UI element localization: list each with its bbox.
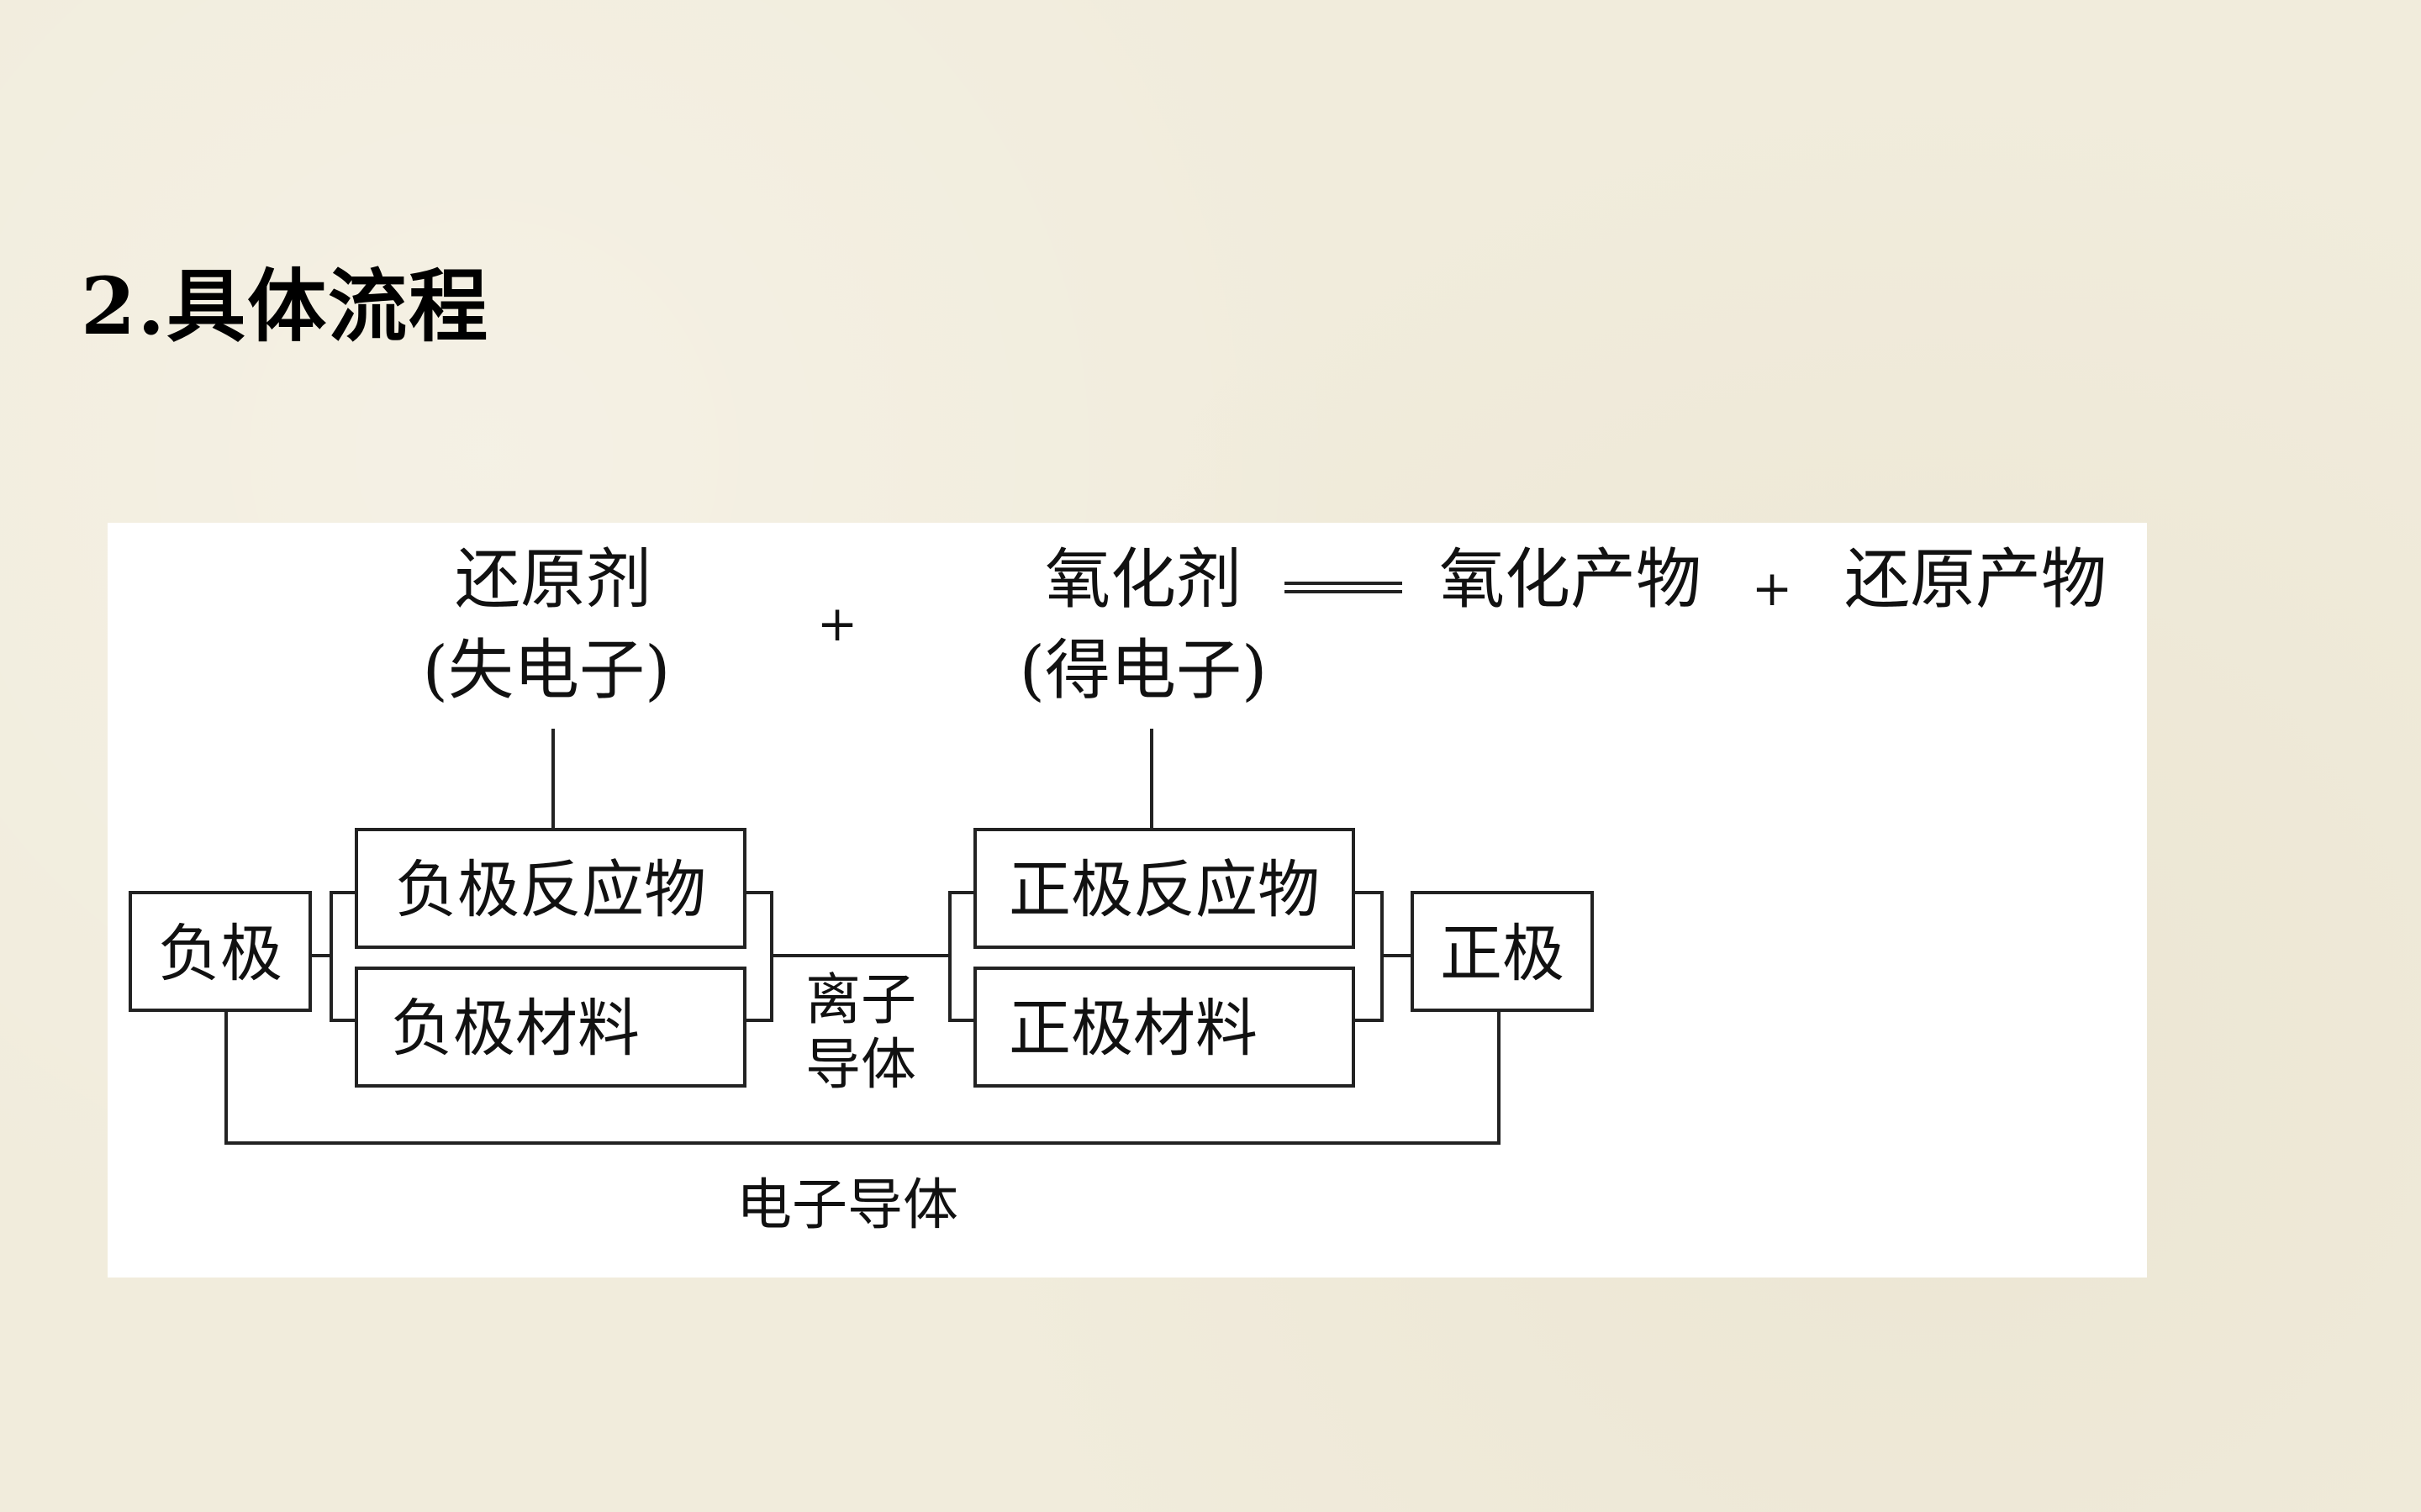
flow-diagram: 还原剂 (失电子) + 氧化剂 (得电子) 氧化产物 + 还原产物 负极 负极反…	[108, 523, 2147, 1278]
oxidation-product-label: 氧化产物	[1439, 542, 1701, 618]
positive-reactant-box	[973, 828, 1355, 949]
flow-diagram-canvas: 还原剂 (失电子) + 氧化剂 (得电子) 氧化产物 + 还原产物 负极 负极反…	[129, 542, 2107, 1237]
positive-electrode-box	[1411, 891, 1594, 1012]
plus-sign-1: +	[817, 595, 858, 652]
negative-electrode-box	[129, 891, 312, 1012]
pos-left-bracket	[948, 891, 975, 1022]
electron-conductor-circuit	[224, 1010, 1501, 1145]
neg-right-bracket	[745, 891, 773, 1022]
neg-left-bracket	[330, 891, 356, 1022]
negative-reactant-box	[355, 828, 746, 949]
ion-conductor-label-line1: 离子	[805, 967, 916, 1032]
pos-right-bracket	[1353, 891, 1384, 1022]
page-title: 2.具体流程	[81, 261, 490, 353]
oxidant-label: 氧化剂	[1045, 542, 1242, 618]
reductant-note: (失电子)	[423, 633, 671, 709]
electron-conductor-label: 电子导体	[736, 1172, 958, 1237]
ion-conductor-label-line2: 导体	[805, 1032, 916, 1097]
positive-material-label: 正极材料	[1009, 993, 1258, 1065]
positive-electrode-label: 正极	[1440, 918, 1564, 990]
reduction-product-label: 还原产物	[1844, 542, 2107, 618]
negative-electrode-label: 负极	[158, 918, 282, 990]
reductant-label: 还原剂	[455, 542, 651, 618]
plus-sign-2: +	[1752, 560, 1793, 617]
negative-reactant-label: 负极反应物	[395, 854, 706, 926]
negative-material-box	[355, 967, 746, 1088]
negative-material-label: 负极材料	[391, 993, 640, 1065]
oxidant-note: (得电子)	[1020, 633, 1268, 709]
positive-material-box	[973, 967, 1355, 1088]
positive-reactant-label: 正极反应物	[1009, 854, 1320, 926]
